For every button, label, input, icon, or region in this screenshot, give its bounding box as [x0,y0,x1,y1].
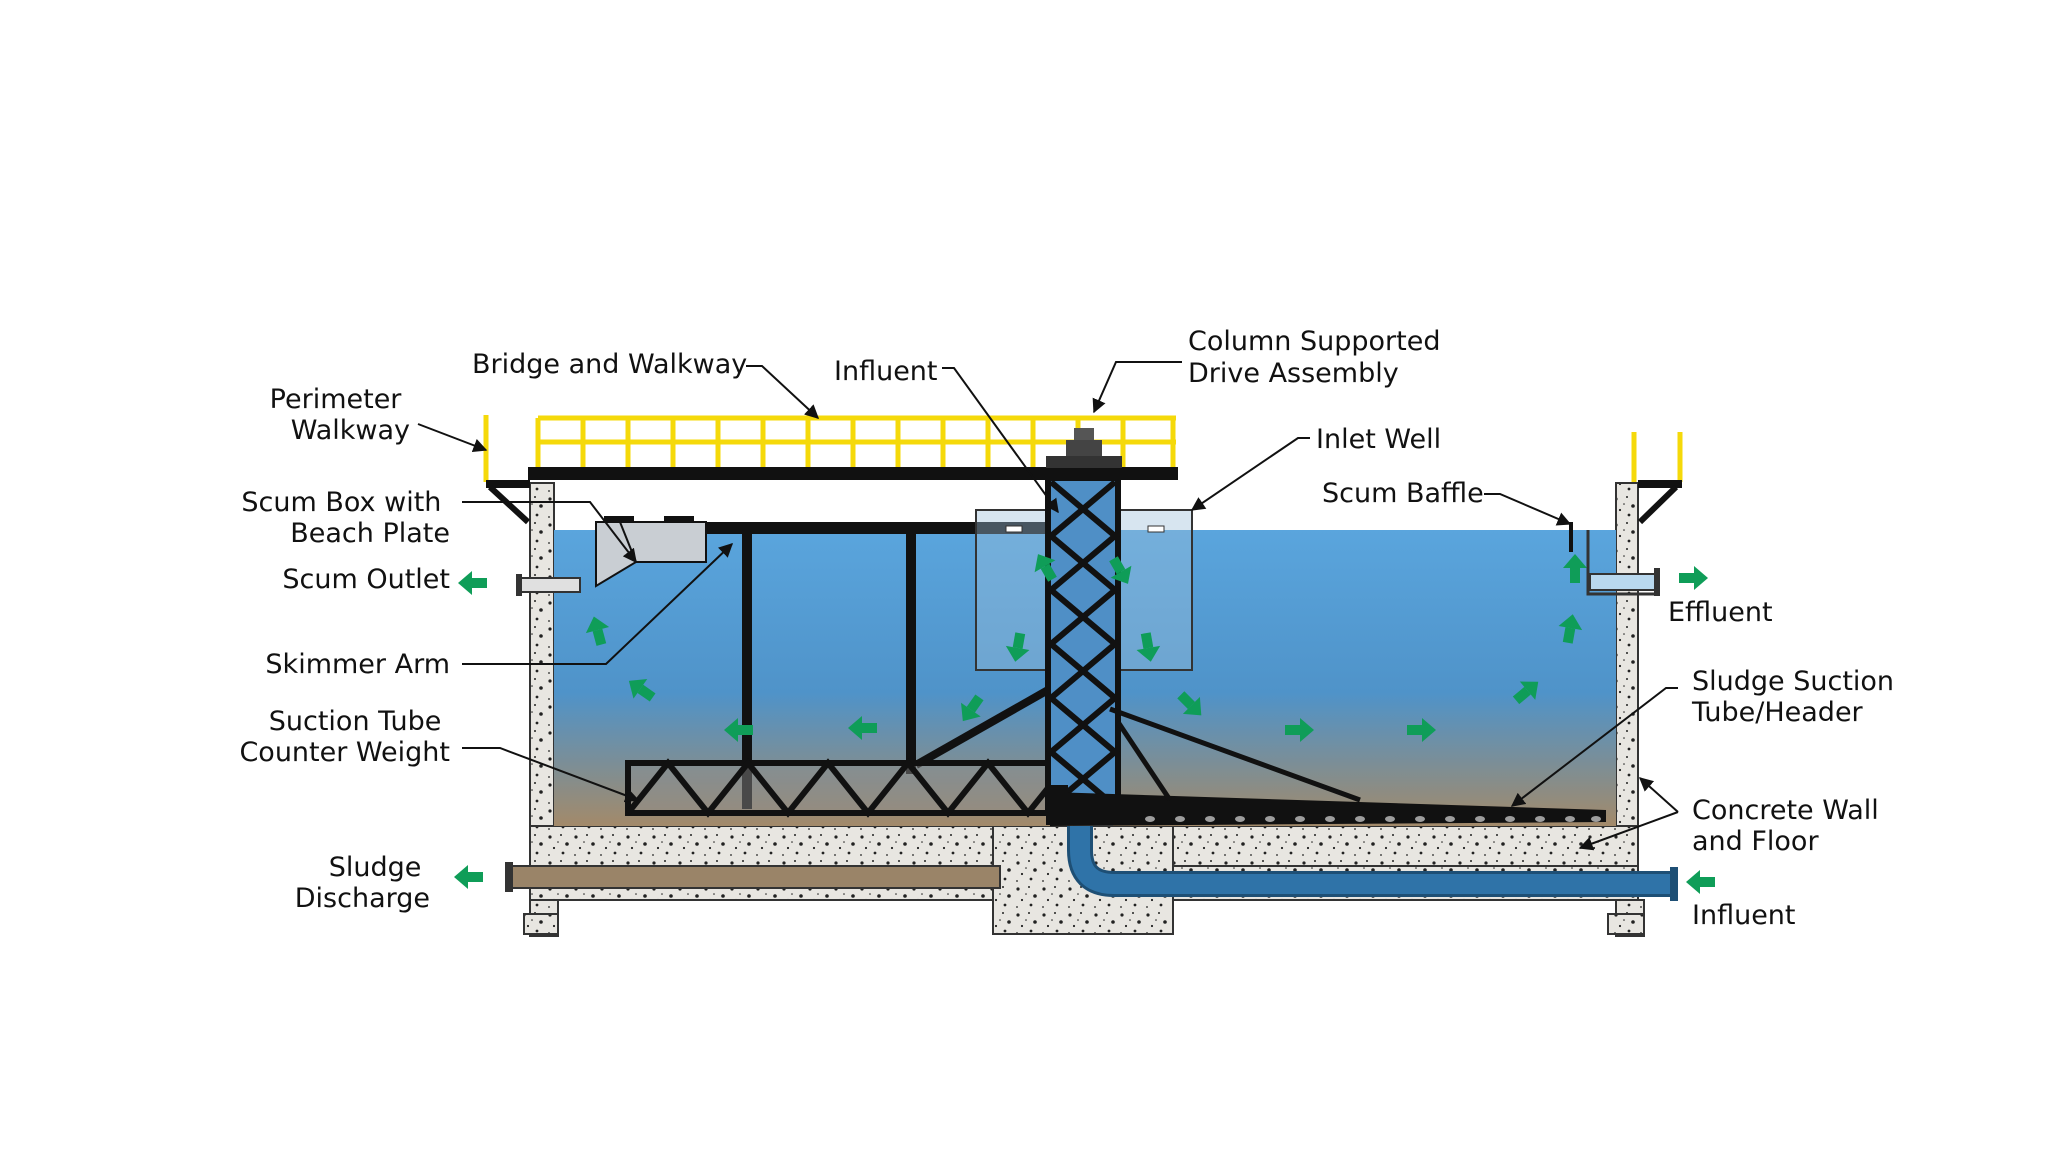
label-influent-bottom: Influent [1692,900,1796,931]
mechanism [595,475,1606,826]
perimeter-walkway-left [483,415,531,525]
label-scum-outlet: Scum Outlet [282,564,450,595]
label-inlet-well: Inlet Well [1316,424,1441,455]
label-scum-box: Scum Box with Beach Plate [241,487,450,549]
labels: Perimeter Walkway Bridge and Walkway Inf… [239,326,1903,931]
perimeter-walkway-right [1631,432,1683,525]
label-influent-top: Influent [834,356,938,387]
influent-flow-arrow [1686,870,1715,894]
label-perimeter-walkway: Perimeter Walkway [270,384,410,446]
label-sludge-suction: Sludge Suction Tube/Header [1691,666,1903,728]
bridge-walkway [528,415,1178,480]
scum-outlet-pipe [516,574,581,596]
label-sludge-discharge: Sludge Discharge [295,852,430,914]
scum-outlet-flow-arrow [458,571,487,595]
label-suction-counterweight: Suction Tube Counter Weight [239,706,450,768]
label-concrete-wall: Concrete Wall and Floor [1692,795,1887,857]
sludge-discharge-flow-arrow [454,865,483,889]
label-drive-assembly: Column Supported Drive Assembly [1188,326,1449,389]
effluent-flow-arrow [1679,566,1708,590]
sludge-discharge-pipe [505,862,1001,892]
label-bridge-walkway: Bridge and Walkway [472,349,747,380]
label-skimmer-arm: Skimmer Arm [265,649,450,680]
leader-lines [417,361,1679,851]
effluent-launder [1586,530,1660,596]
label-scum-baffle: Scum Baffle [1322,478,1484,509]
label-effluent: Effluent [1668,597,1773,628]
